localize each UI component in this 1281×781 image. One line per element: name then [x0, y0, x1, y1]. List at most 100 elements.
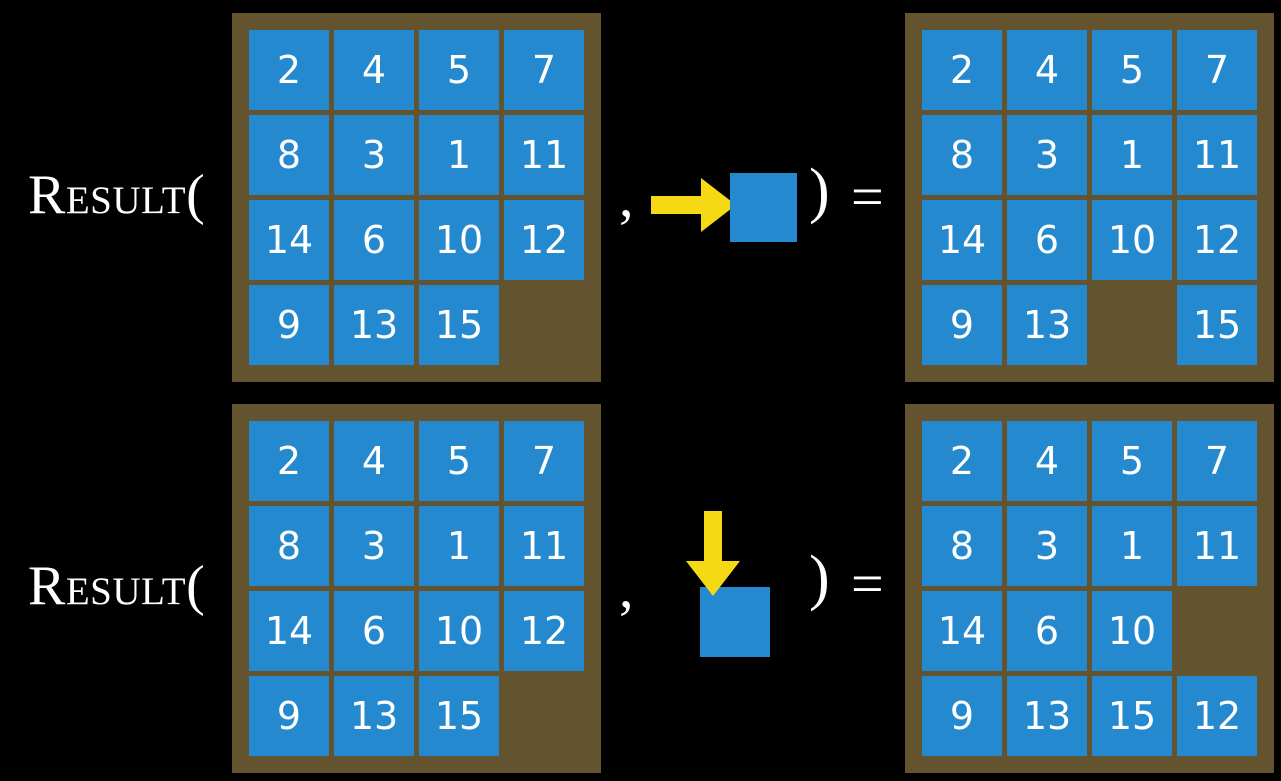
- tile[interactable]: 1: [1092, 115, 1172, 195]
- tile-value: 8: [276, 524, 302, 568]
- tile[interactable]: 8: [249, 115, 329, 195]
- tile[interactable]: 3: [1007, 115, 1087, 195]
- output-board-top[interactable]: 2 4 5 7 8 3 1 11 14 6 10 12 9 13 15: [905, 13, 1274, 382]
- tile-value: 6: [1034, 609, 1060, 653]
- tile[interactable]: 14: [922, 591, 1002, 671]
- tile-value: 11: [1192, 133, 1242, 177]
- tile[interactable]: 13: [1007, 285, 1087, 365]
- tile[interactable]: 14: [249, 200, 329, 280]
- argument-separator-comma: ,: [619, 555, 634, 620]
- tile[interactable]: 9: [249, 676, 329, 756]
- tile-value: 8: [276, 133, 302, 177]
- tile-value: 9: [949, 694, 975, 738]
- tile[interactable]: 8: [922, 115, 1002, 195]
- empty-slot[interactable]: [504, 285, 584, 365]
- tile[interactable]: 9: [249, 285, 329, 365]
- input-board-top[interactable]: 2 4 5 7 8 3 1 11 14 6 10 12 9 13 15: [232, 13, 601, 382]
- tile[interactable]: 2: [249, 30, 329, 110]
- tile[interactable]: 6: [334, 591, 414, 671]
- tile[interactable]: 10: [1092, 200, 1172, 280]
- tile[interactable]: 3: [334, 506, 414, 586]
- tile[interactable]: 9: [922, 285, 1002, 365]
- equation-row-down-move: Result( 2 4 5 7 8 3 1 11 14 6 10 12 9 13…: [0, 391, 1281, 781]
- tile-value: 6: [1034, 218, 1060, 262]
- input-board-bottom[interactable]: 2 4 5 7 8 3 1 11 14 6 10 12 9 13 15: [232, 404, 601, 773]
- tile[interactable]: 14: [249, 591, 329, 671]
- empty-slot[interactable]: [1177, 591, 1257, 671]
- tile-value: 12: [519, 218, 569, 262]
- empty-slot[interactable]: [504, 676, 584, 756]
- tile-value: 4: [361, 439, 387, 483]
- tile[interactable]: 7: [1177, 30, 1257, 110]
- tile[interactable]: 3: [1007, 506, 1087, 586]
- tile[interactable]: 11: [1177, 115, 1257, 195]
- tile[interactable]: 15: [419, 285, 499, 365]
- tile[interactable]: 13: [1007, 676, 1087, 756]
- tile-value: 9: [276, 694, 302, 738]
- equals-sign: =: [851, 164, 884, 229]
- tile[interactable]: 1: [419, 115, 499, 195]
- tile[interactable]: 1: [419, 506, 499, 586]
- tile[interactable]: 12: [504, 200, 584, 280]
- tile[interactable]: 2: [922, 421, 1002, 501]
- tile-value: 14: [264, 218, 314, 262]
- tile[interactable]: 5: [1092, 421, 1172, 501]
- tile[interactable]: 13: [334, 676, 414, 756]
- tile[interactable]: 5: [419, 421, 499, 501]
- tile[interactable]: 14: [922, 200, 1002, 280]
- tile[interactable]: 13: [334, 285, 414, 365]
- tile[interactable]: 11: [504, 506, 584, 586]
- operator-group-bottom: , ) =: [601, 391, 905, 781]
- tile-value: 2: [276, 439, 302, 483]
- tile-value: 5: [446, 439, 472, 483]
- tile[interactable]: 1: [1092, 506, 1172, 586]
- tile[interactable]: 6: [334, 200, 414, 280]
- tile[interactable]: 11: [504, 115, 584, 195]
- tile[interactable]: 5: [1092, 30, 1172, 110]
- tile[interactable]: 7: [504, 30, 584, 110]
- tile[interactable]: 4: [1007, 421, 1087, 501]
- output-board-bottom[interactable]: 2 4 5 7 8 3 1 11 14 6 10 9 13 15 12: [905, 404, 1274, 773]
- tile-value: 11: [519, 133, 569, 177]
- tile[interactable]: 15: [1092, 676, 1172, 756]
- tile-value: 10: [1107, 218, 1157, 262]
- move-token-tile[interactable]: [700, 587, 770, 657]
- tile[interactable]: 9: [922, 676, 1002, 756]
- tile[interactable]: 12: [504, 591, 584, 671]
- close-paren: ): [809, 544, 830, 612]
- move-token-tile[interactable]: [730, 173, 797, 242]
- tile[interactable]: 2: [249, 421, 329, 501]
- tile-value: 12: [519, 609, 569, 653]
- tile[interactable]: 12: [1177, 200, 1257, 280]
- tile[interactable]: 10: [1092, 591, 1172, 671]
- arrow-down-icon: [686, 511, 740, 596]
- tile[interactable]: 10: [419, 200, 499, 280]
- tile-value: 15: [434, 303, 484, 347]
- tile[interactable]: 7: [1177, 421, 1257, 501]
- empty-slot[interactable]: [1092, 285, 1172, 365]
- tile[interactable]: 8: [922, 506, 1002, 586]
- tile[interactable]: 5: [419, 30, 499, 110]
- tile[interactable]: 10: [419, 591, 499, 671]
- tile[interactable]: 3: [334, 115, 414, 195]
- tile[interactable]: 15: [1177, 285, 1257, 365]
- tile[interactable]: 4: [1007, 30, 1087, 110]
- tile[interactable]: 15: [419, 676, 499, 756]
- tile[interactable]: 8: [249, 506, 329, 586]
- tile[interactable]: 7: [504, 421, 584, 501]
- tile-value: 9: [276, 303, 302, 347]
- tile-value: 3: [361, 133, 387, 177]
- tile-value: 3: [1034, 133, 1060, 177]
- tile-value: 13: [1022, 303, 1072, 347]
- tile[interactable]: 4: [334, 421, 414, 501]
- tile[interactable]: 4: [334, 30, 414, 110]
- tile[interactable]: 2: [922, 30, 1002, 110]
- tile-value: 1: [446, 133, 472, 177]
- tile[interactable]: 12: [1177, 676, 1257, 756]
- tile[interactable]: 6: [1007, 591, 1087, 671]
- tile-value: 5: [446, 48, 472, 92]
- tile-value: 13: [349, 694, 399, 738]
- tile-value: 14: [937, 218, 987, 262]
- tile[interactable]: 6: [1007, 200, 1087, 280]
- tile[interactable]: 11: [1177, 506, 1257, 586]
